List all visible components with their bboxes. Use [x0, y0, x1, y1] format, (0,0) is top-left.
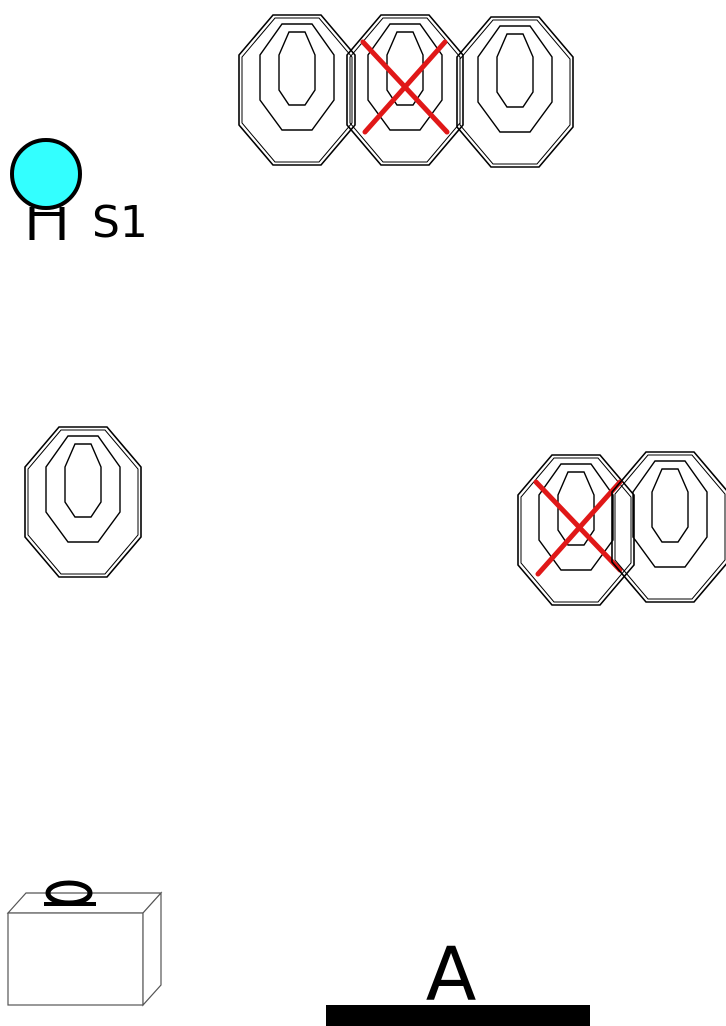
start-position: A	[326, 932, 590, 1026]
shooter-icon: S1	[10, 138, 148, 248]
shooter-head	[10, 138, 82, 210]
box-prop	[6, 880, 163, 1007]
shooter-label: S1	[92, 197, 148, 248]
no-shoot-cross-icon	[533, 479, 623, 577]
paper-target-no-shoot	[346, 14, 464, 166]
paper-target	[238, 14, 356, 166]
paper-target	[456, 16, 574, 168]
target-group-right	[517, 451, 726, 606]
paper-target	[24, 426, 142, 578]
start-position-label: A	[426, 932, 477, 1018]
paper-target-no-shoot	[517, 454, 635, 606]
start-line	[326, 1005, 590, 1026]
paper-target	[611, 451, 726, 603]
target-group-top	[238, 14, 574, 168]
no-shoot-cross-icon	[360, 39, 450, 135]
